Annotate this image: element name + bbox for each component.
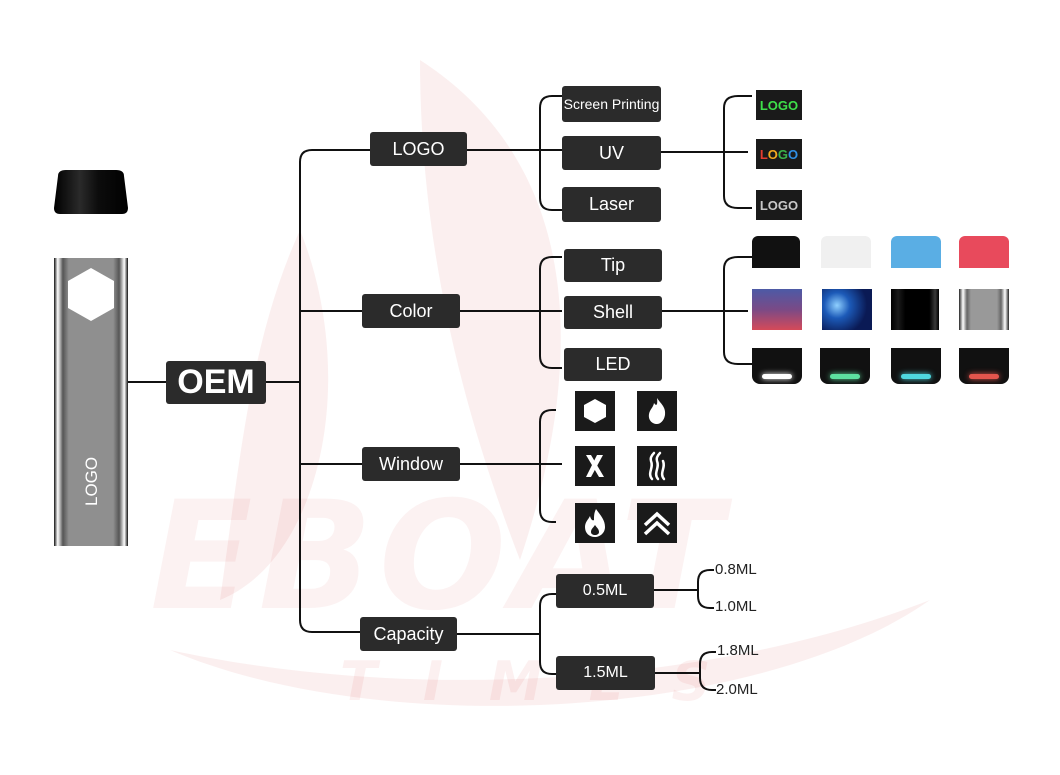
led-swatch-red <box>959 348 1009 384</box>
smoke-icon <box>637 446 677 486</box>
led-glow-white <box>762 374 792 379</box>
logo-sample-laser-text: LOGO <box>759 197 799 213</box>
logo-sample-green: LOGO <box>756 90 802 120</box>
led-label: LED <box>595 354 631 374</box>
option-20ml: 2.0ML <box>716 681 758 698</box>
capacity-node: Capacity <box>360 617 457 651</box>
tip-swatch-blue <box>891 236 941 268</box>
oem-node: OEM <box>166 361 266 404</box>
logo-sample-uv: LOGO <box>756 139 802 169</box>
window-node-label: Window <box>378 453 444 474</box>
tip-swatch-red <box>959 236 1009 268</box>
hexagon-icon <box>575 391 615 431</box>
device-logo-text: LOGO <box>82 456 101 506</box>
tip-label: Tip <box>600 255 626 275</box>
option-10ml: 1.0ML <box>715 598 757 615</box>
window-node: Window <box>362 447 460 481</box>
logo-node: LOGO <box>370 132 467 166</box>
laser-node: Laser <box>562 187 661 222</box>
capacity-05-label: 0.5ML <box>582 582 628 599</box>
shell-swatch-silver <box>959 289 1009 330</box>
fire-drop-icon <box>575 503 615 543</box>
led-glow-cyan <box>901 374 931 379</box>
shell-swatch-galaxy <box>822 289 872 330</box>
logo-uv-letter: O <box>767 146 778 162</box>
logo-uv-letter: L <box>759 146 768 162</box>
logo-node-label: LOGO <box>392 138 445 159</box>
color-node-label: Color <box>389 300 433 321</box>
logo-sample-green-text: LOGO <box>759 97 799 113</box>
oem-label: OEM <box>177 363 255 401</box>
device-cap <box>54 170 128 214</box>
option-18ml: 1.8ML <box>717 642 759 659</box>
watermark-brand: EBOAT <box>150 470 729 644</box>
vape-device <box>54 170 128 546</box>
tip-swatch-white <box>821 236 871 268</box>
capacity-15-node: 1.5ML <box>556 656 655 690</box>
tip-node: Tip <box>564 249 662 282</box>
led-swatch-green <box>820 348 870 384</box>
logo-uv-letter: O <box>788 146 799 162</box>
flame-icon <box>637 391 677 431</box>
uv-label: UV <box>598 142 624 163</box>
shell-swatch-black <box>891 289 939 330</box>
device-window <box>68 268 114 321</box>
capacity-node-label: Capacity <box>373 623 444 644</box>
double-chevron-up-icon <box>637 503 677 543</box>
shell-label: Shell <box>592 302 634 322</box>
led-swatch-cyan <box>891 348 941 384</box>
capacity-15-label: 1.5ML <box>583 664 628 681</box>
capacity-05-node: 0.5ML <box>556 574 654 608</box>
option-08ml: 0.8ML <box>715 561 757 578</box>
tip-swatch-black <box>752 236 800 268</box>
logo-sample-laser: LOGO <box>756 190 802 220</box>
shell-swatch-gradient <box>752 289 802 330</box>
screen-printing-label: Screen Printing <box>563 96 660 112</box>
led-swatch-white <box>752 348 802 384</box>
screen-printing-node: Screen Printing <box>562 86 661 122</box>
logo-uv-letter: G <box>777 146 789 162</box>
led-glow-red <box>969 374 999 379</box>
laser-label: Laser <box>588 194 635 214</box>
led-glow-green <box>830 374 860 379</box>
color-node: Color <box>362 294 460 328</box>
uv-node: UV <box>562 136 661 170</box>
shell-node: Shell <box>564 296 662 329</box>
led-node: LED <box>564 348 662 381</box>
x-icon <box>575 446 615 486</box>
logo-sample-uv-text: LOGO <box>760 147 798 162</box>
